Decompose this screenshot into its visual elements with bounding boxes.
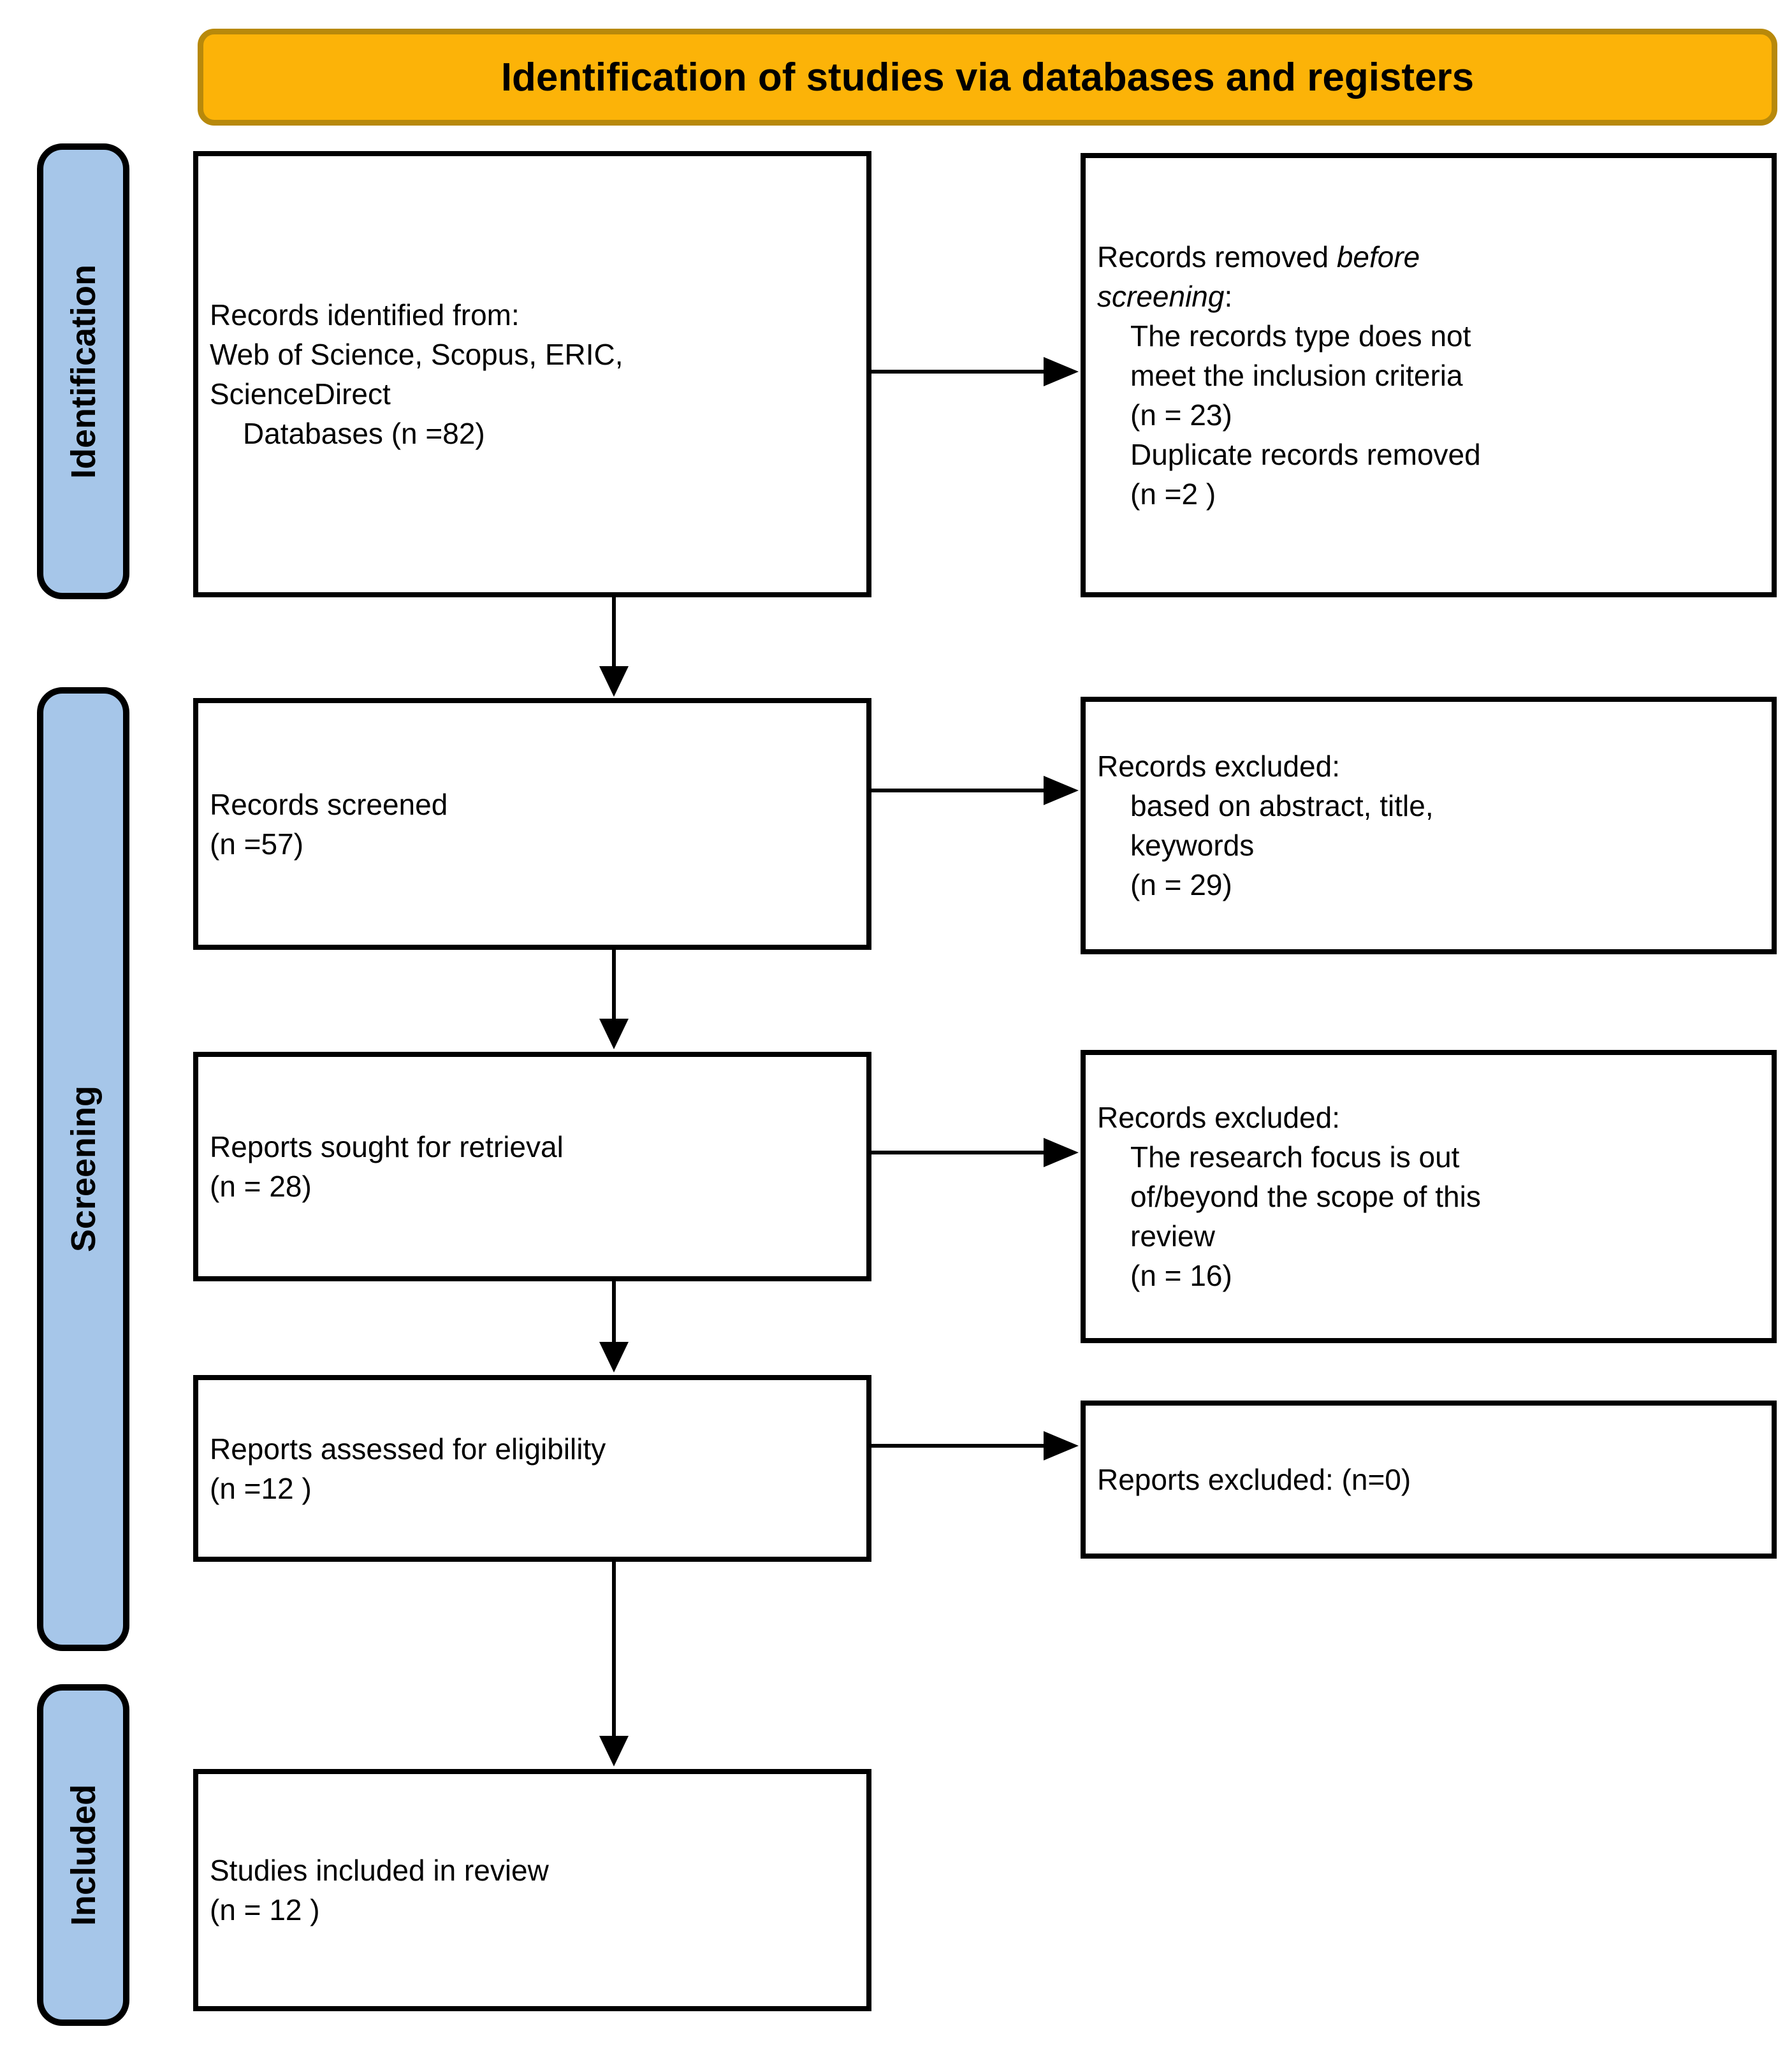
arrow-assessed-to-reports-excluded <box>871 1444 1045 1448</box>
stage-screening-label: Screening <box>64 1086 103 1253</box>
text-line: Records excluded: <box>1097 750 1340 783</box>
text-line: of/beyond the scope of this <box>1130 1180 1481 1213</box>
box-reports-sought: Reports sought for retrieval (n = 28) <box>193 1052 871 1281</box>
arrow-screened-to-sought <box>612 950 616 1020</box>
header-banner: Identification of studies via databases … <box>198 29 1777 126</box>
text-line: (n = 12 ) <box>210 1893 320 1926</box>
text-line: screening: <box>1097 277 1756 316</box>
arrowhead-down-icon <box>599 1019 629 1049</box>
arrowhead-down-icon <box>599 1342 629 1372</box>
text-segment: : <box>1224 279 1233 313</box>
text-line: (n =12 ) <box>210 1471 312 1505</box>
box-reports-assessed: Reports assessed for eligibility (n =12 … <box>193 1375 871 1562</box>
stage-screening: Screening <box>37 687 129 1651</box>
text-line: The research focus is out <box>1130 1140 1460 1174</box>
text-line: Records identified from: <box>210 298 520 331</box>
stage-included-label: Included <box>64 1784 103 1926</box>
text-line: review <box>1130 1219 1215 1253</box>
arrowhead-right-icon <box>1044 357 1079 386</box>
text-segment-italic: screening <box>1097 279 1225 313</box>
text-line: (n =2 ) <box>1130 477 1216 511</box>
text-line: Records removed before <box>1097 237 1756 277</box>
stage-identification: Identification <box>37 143 129 599</box>
text-line: Records excluded: <box>1097 1101 1340 1134</box>
text-line: Reports assessed for eligibility <box>210 1432 606 1466</box>
page-title: Identification of studies via databases … <box>500 55 1475 99</box>
text-line: Records screened <box>210 787 448 821</box>
text-segment-italic: before <box>1336 240 1420 273</box>
arrowhead-down-icon <box>599 1736 629 1766</box>
text-line: Duplicate records removed <box>1130 437 1481 471</box>
text-line: Databases (n =82) <box>243 417 485 450</box>
arrow-identified-to-removed <box>871 370 1045 374</box>
text-line: Reports excluded: (n=0) <box>1097 1463 1411 1496</box>
box-records-excluded-abstract: Records excluded: based on abstract, tit… <box>1081 697 1777 954</box>
text-line: Web of Science, Scopus, ERIC, <box>210 338 623 371</box>
box-studies-included: Studies included in review (n = 12 ) <box>193 1769 871 2011</box>
box-records-removed-before-screening: Records removed before screening: The re… <box>1081 153 1777 597</box>
text-line: ScienceDirect <box>210 377 391 411</box>
arrow-sought-to-excluded <box>871 1151 1045 1154</box>
arrow-assessed-to-included <box>612 1562 616 1737</box>
text-line: based on abstract, title, <box>1130 789 1434 822</box>
box-records-screened: Records screened (n =57) <box>193 698 871 950</box>
arrowhead-down-icon <box>599 666 629 697</box>
text-line: keywords <box>1130 829 1255 862</box>
stage-included: Included <box>37 1684 129 2026</box>
text-line: (n =57) <box>210 827 304 861</box>
box-reports-excluded: Reports excluded: (n=0) <box>1081 1401 1777 1559</box>
arrowhead-right-icon <box>1044 1431 1079 1460</box>
stage-identification-label: Identification <box>64 264 103 479</box>
arrow-sought-to-assessed <box>612 1281 616 1343</box>
box-records-identified: Records identified from: Web of Science,… <box>193 151 871 597</box>
arrow-screened-to-excluded <box>871 789 1045 792</box>
text-line: (n = 16) <box>1130 1259 1232 1292</box>
text-line: (n = 29) <box>1130 868 1232 901</box>
arrowhead-right-icon <box>1044 1138 1079 1167</box>
text-line: Studies included in review <box>210 1854 549 1887</box>
text-segment: Records removed <box>1097 240 1337 273</box>
text-line: (n = 28) <box>210 1170 312 1203</box>
arrowhead-right-icon <box>1044 776 1079 805</box>
text-line: The records type does not <box>1130 319 1471 353</box>
arrow-identified-to-screened <box>612 597 616 667</box>
box-records-excluded-scope: Records excluded: The research focus is … <box>1081 1050 1777 1343</box>
text-line: (n = 23) <box>1130 398 1232 432</box>
text-line: meet the inclusion criteria <box>1130 358 1463 392</box>
text-line: Reports sought for retrieval <box>210 1130 564 1163</box>
